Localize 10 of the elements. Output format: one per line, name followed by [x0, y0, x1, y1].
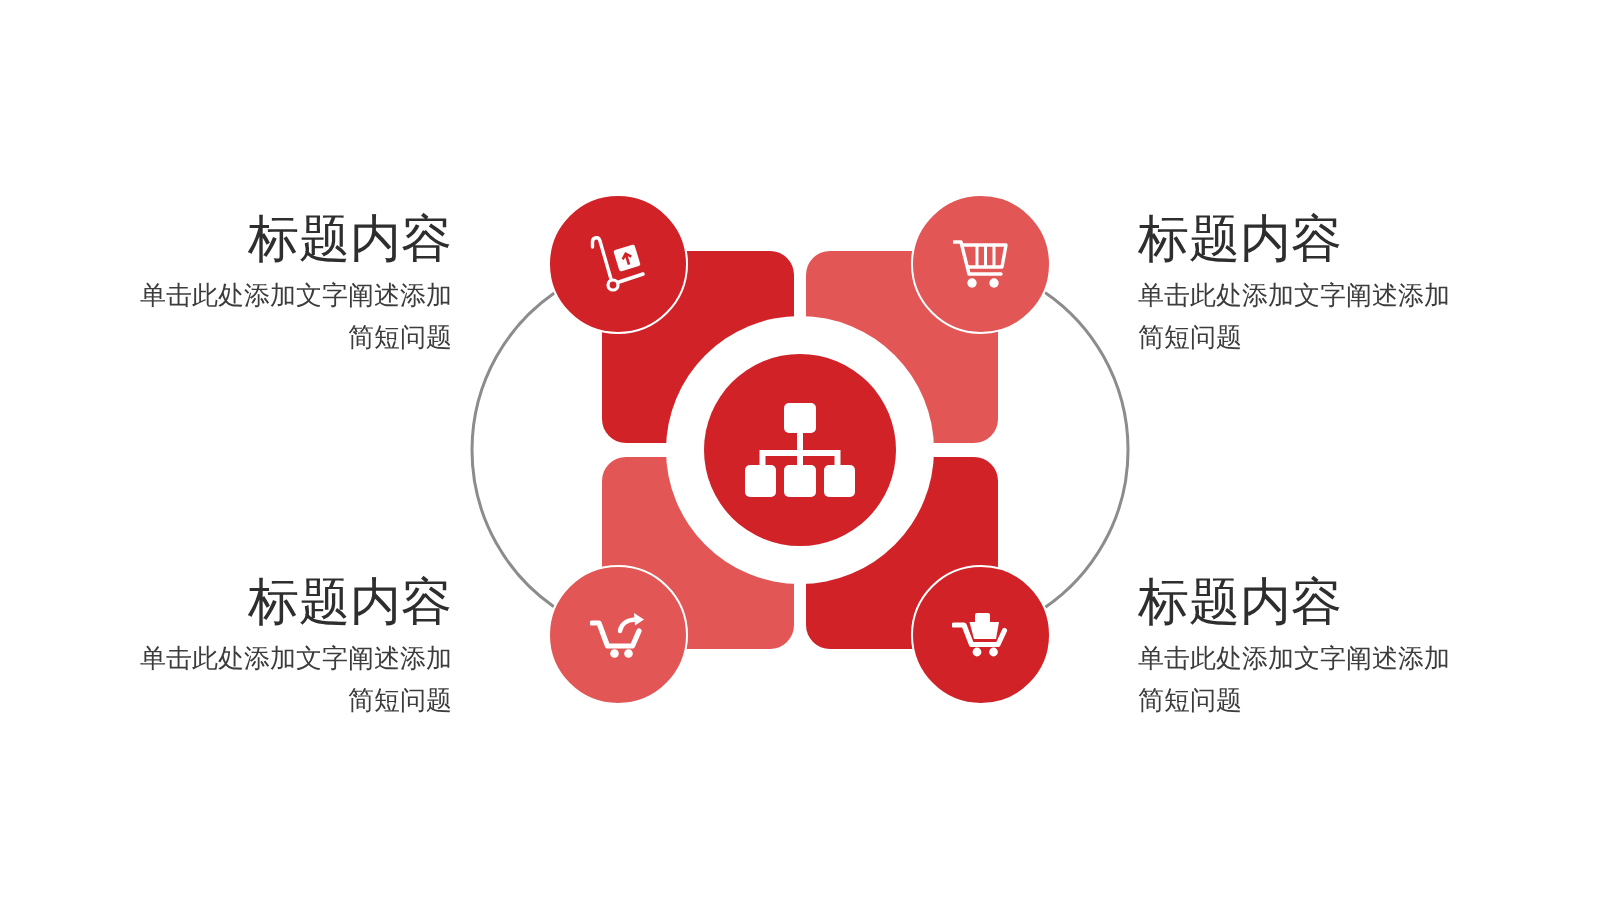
description-text: 单击此处添加文字阐述添加简短问题	[1138, 642, 1451, 717]
heading-text: 标题内容	[248, 571, 452, 632]
heading-text: 标题内容	[1138, 571, 1342, 632]
heading-text: 标题内容	[1138, 208, 1342, 269]
description-text: 单击此处添加文字阐述添加简短问题	[139, 279, 452, 354]
arc-connector	[470, 291, 556, 608]
heading-text: 标题内容	[248, 208, 452, 269]
description-text: 单击此处添加文字阐述添加简短问题	[1138, 279, 1451, 354]
arc-connector	[1044, 291, 1130, 609]
description-text: 单击此处添加文字阐述添加简短问题	[139, 642, 452, 717]
